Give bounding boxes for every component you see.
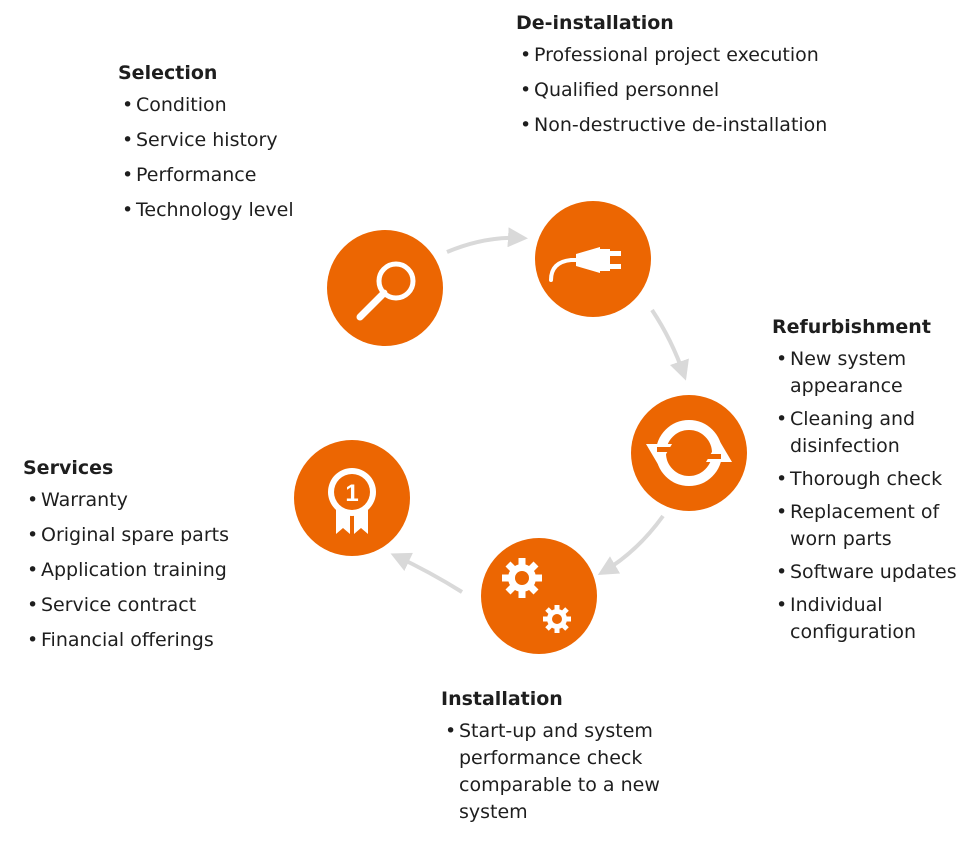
selection-title: Selection [118,62,218,84]
services-block: Services Warranty Original spare parts A… [23,455,283,662]
refurbishment-node [631,395,747,511]
deinstallation-title: De-installation [516,12,674,34]
services-title: Services [23,457,114,479]
list-item: Non-destructive de-installation [516,112,896,139]
list-item: Performance [118,162,338,189]
arrow-installation-to-services [390,552,464,594]
deinstallation-list: Professional project execution Qualified… [516,42,896,139]
arrow-refurbishment-to-installation [597,514,665,576]
list-item: Start-up and system performance check co… [441,718,701,826]
list-item: Application training [23,557,283,584]
list-item: Individual configuration [772,592,972,646]
award-number-text: 1 [345,480,358,507]
arrow-selection-to-deinstallation [446,227,528,254]
gears-icon [502,558,571,633]
list-item: Replacement of worn parts [772,499,972,553]
selection-node [327,230,443,346]
refurbishment-title: Refurbishment [772,316,931,338]
refurbishment-block: Refurbishment New system appearance Clea… [772,314,972,652]
services-list: Warranty Original spare parts Applicatio… [23,487,283,654]
installation-list: Start-up and system performance check co… [441,718,701,826]
list-item: Warranty [23,487,283,514]
award-ribbon-icon: 1 [328,468,376,534]
list-item: Service history [118,127,338,154]
services-node: 1 [294,440,410,556]
list-item: Condition [118,92,338,119]
deinstallation-node [535,201,651,317]
list-item: Qualified personnel [516,77,896,104]
refresh-icon [646,420,732,486]
list-item: Service contract [23,592,283,619]
installation-node [481,538,597,654]
deinstallation-block: De-installation Professional project exe… [516,10,896,147]
arrow-deinstallation-to-refurbishment [650,308,689,381]
refurbishment-list: New system appearance Cleaning and disin… [772,346,972,646]
list-item: Software updates [772,559,972,586]
list-item: Technology level [118,197,338,224]
magnifier-icon [356,261,416,321]
list-item: Financial offerings [23,627,283,654]
selection-list: Condition Service history Performance Te… [118,92,338,224]
plug-icon [549,247,621,282]
installation-block: Installation Start-up and system perform… [441,686,701,826]
installation-title: Installation [441,688,563,710]
selection-block: Selection Condition Service history Perf… [118,60,338,232]
list-item: Thorough check [772,466,972,493]
list-item: Professional project execution [516,42,896,69]
list-item: Original spare parts [23,522,283,549]
list-item: Cleaning and disinfection [772,406,972,460]
list-item: New system appearance [772,346,972,400]
